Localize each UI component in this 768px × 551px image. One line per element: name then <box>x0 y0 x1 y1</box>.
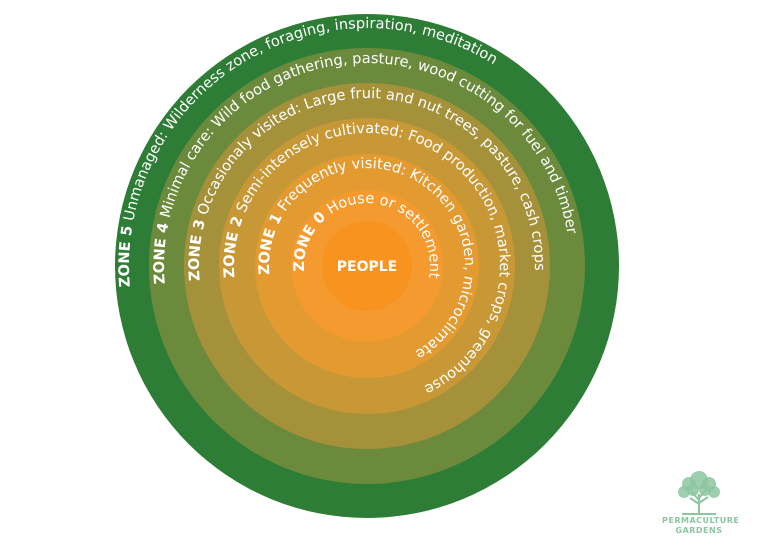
zone-5-title: ZONE 5 <box>116 219 137 287</box>
logo-text-line1: PERMACULTURE <box>662 516 740 525</box>
center-label: PEOPLE <box>337 259 397 275</box>
zone-4-title: ZONE 4 <box>151 216 173 285</box>
brand-logo: PERMACULTURE GARDENS <box>662 470 740 536</box>
center-circle <box>322 221 412 311</box>
tree-icon <box>678 471 720 515</box>
logo-text-line2: GARDENS <box>675 526 723 535</box>
